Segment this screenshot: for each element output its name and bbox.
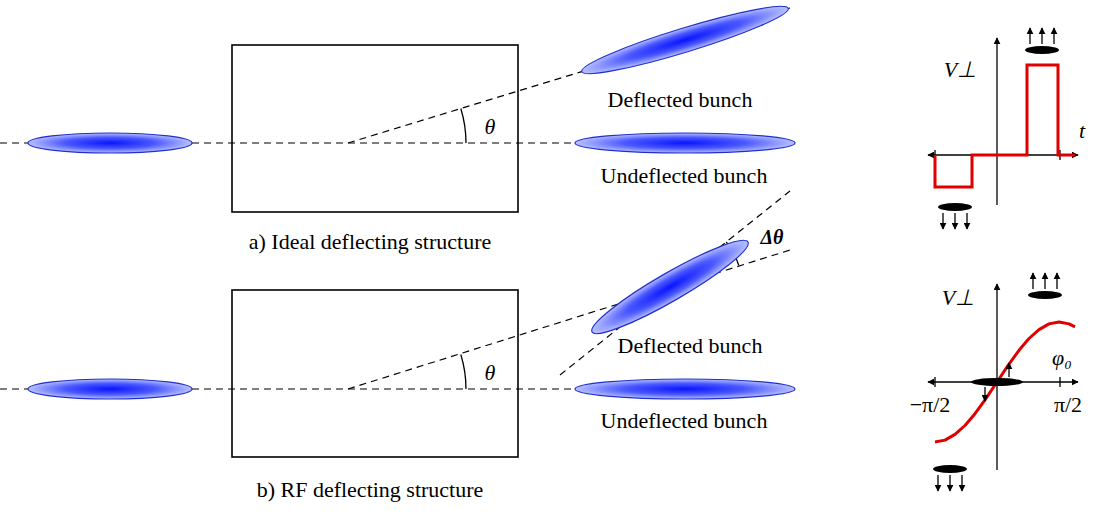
- kick-arrow: [937, 475, 938, 491]
- bunch-tilt-line: [560, 191, 790, 375]
- deflecting-structure: [232, 290, 518, 457]
- angle-label: Δθ: [761, 226, 784, 248]
- tick: [1059, 377, 1060, 387]
- panel-a: [0, 0, 795, 212]
- panel-b: [0, 191, 795, 457]
- deflection-line: [348, 250, 790, 389]
- axis: [996, 284, 997, 470]
- angle-label: θ: [485, 115, 496, 139]
- axis-label: t: [1079, 119, 1085, 143]
- tick: [934, 377, 935, 387]
- kick-curve: [935, 322, 1075, 442]
- bunch-label: Undeflected bunch: [601, 409, 768, 433]
- kick-plot-b: [928, 273, 1078, 491]
- bunch-label: Undeflected bunch: [601, 164, 768, 188]
- kick-arrow: [1056, 273, 1057, 289]
- tick-label: π/2: [1054, 393, 1082, 417]
- bunch-icon: [1028, 291, 1062, 299]
- bunch: [578, 0, 792, 83]
- panel-caption: b) RF deflecting structure: [257, 478, 484, 502]
- kick-arrow: [1008, 363, 1009, 377]
- angle-label: θ: [485, 361, 496, 385]
- panel-caption: a) Ideal deflecting structure: [249, 230, 491, 254]
- bunch: [585, 230, 755, 344]
- kick-arrow: [966, 213, 967, 229]
- bunch-icon: [1025, 46, 1059, 54]
- kick-arrow: [949, 475, 950, 491]
- kick-plot-a: [928, 28, 1078, 229]
- bunch: [28, 133, 192, 153]
- kick-arrow: [1032, 273, 1033, 289]
- bunch: [28, 379, 192, 399]
- axis-label: V⊥: [944, 58, 976, 82]
- angle-arc: [461, 355, 466, 390]
- bunch-label: Deflected bunch: [618, 334, 763, 358]
- bunch-icon: [971, 378, 1023, 386]
- bunch-label: Deflected bunch: [608, 88, 753, 112]
- kick-arrow: [1041, 28, 1042, 44]
- angle-arc: [461, 109, 466, 144]
- kick-arrow: [1044, 273, 1045, 289]
- axis: [996, 38, 997, 205]
- kick-arrow: [984, 387, 985, 401]
- bunch-icon: [933, 465, 967, 473]
- bunch: [575, 379, 795, 399]
- kick-arrow: [954, 213, 955, 229]
- bunch: [575, 133, 795, 153]
- kick-arrow: [1029, 28, 1030, 44]
- kick-curve: [935, 65, 1075, 187]
- axis-label: V⊥: [942, 286, 974, 310]
- deflecting-structure: [232, 45, 518, 212]
- axis-label: φ₀: [1052, 346, 1072, 370]
- bunch-icon: [938, 203, 972, 211]
- tick-label: −π/2: [910, 393, 951, 417]
- kick-arrow: [961, 475, 962, 491]
- kick-arrow: [1053, 28, 1054, 44]
- kick-arrow: [942, 213, 943, 229]
